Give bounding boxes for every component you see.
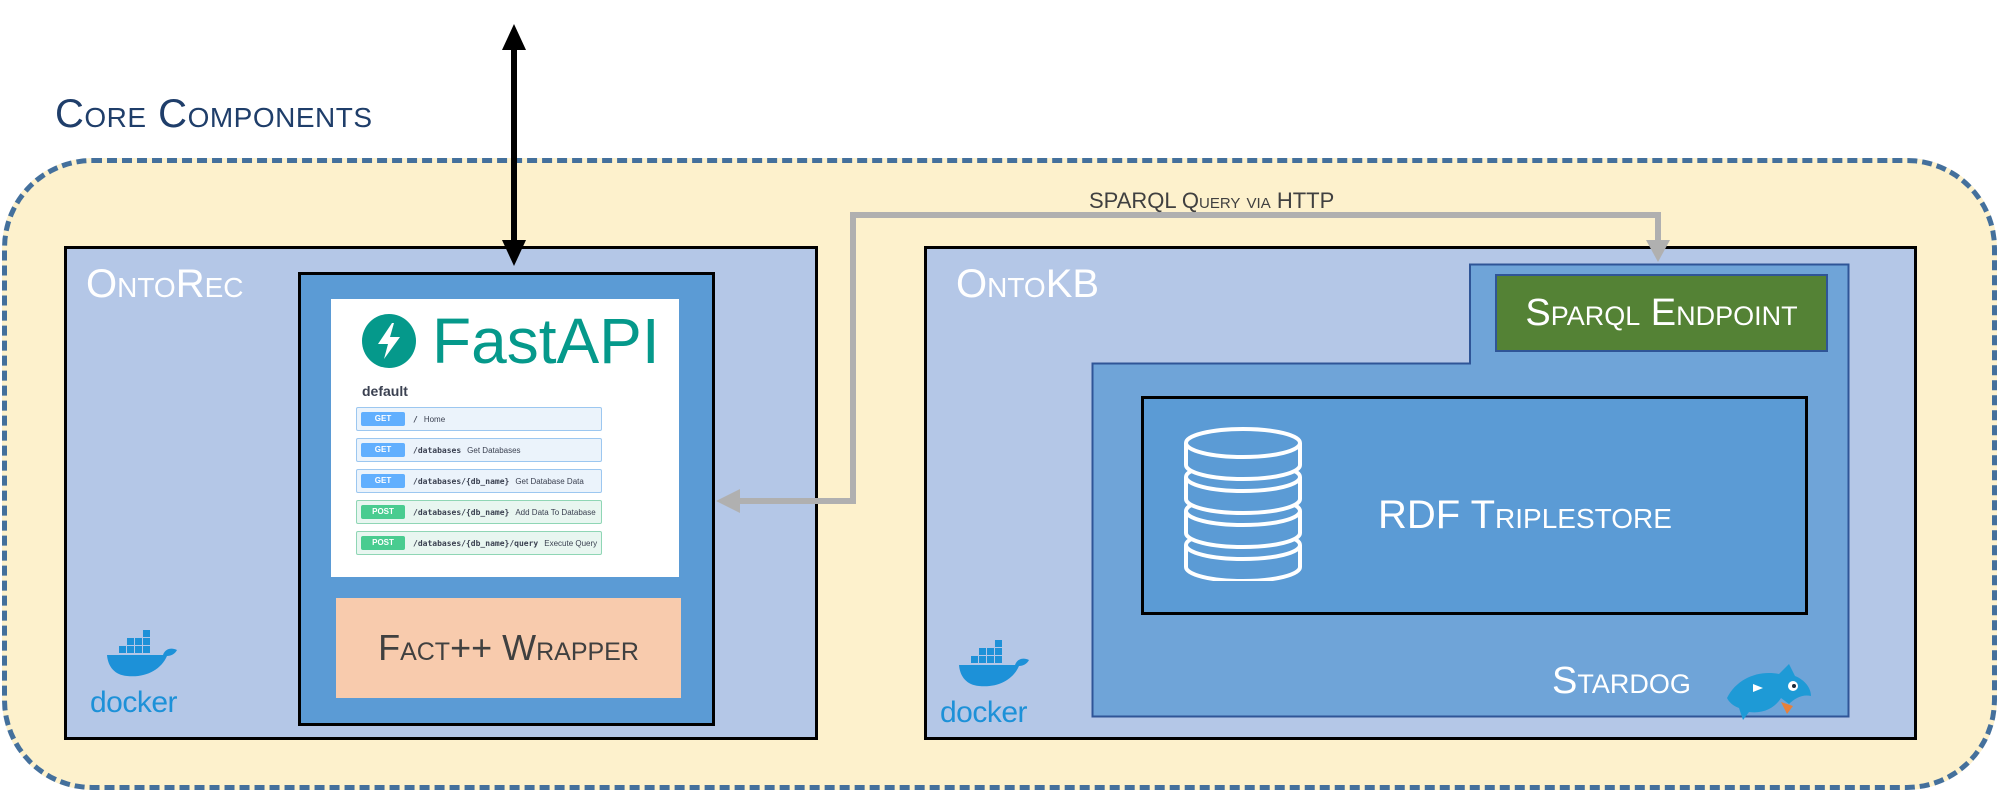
- ontorec-title: OntoRec: [86, 262, 244, 306]
- fact-wrapper-box: Fact++ Wrapper: [336, 598, 681, 698]
- api-section-label: default: [362, 383, 408, 399]
- database-icon: [1184, 427, 1302, 581]
- fastapi-logo-icon: [362, 314, 416, 368]
- route-row[interactable]: POST /databases/{db_name} Add Data To Da…: [356, 500, 602, 524]
- sparql-endpoint-box: Sparql Endpoint: [1495, 274, 1828, 352]
- rdf-triplestore-label: RDF Triplestore: [1378, 493, 1672, 537]
- docker-whale-icon: [107, 630, 177, 677]
- stardog-label: Stardog: [1552, 660, 1691, 702]
- sparql-endpoint-label: Sparql Endpoint: [1525, 291, 1798, 334]
- fastapi-brand-text: FastAPI: [432, 305, 660, 377]
- route-description: Add Data To Database: [515, 507, 596, 517]
- route-row[interactable]: GET /databases Get Databases: [356, 438, 602, 462]
- sparql-http-edge-label: SPARQL Query via HTTP: [1089, 188, 1335, 213]
- route-path: /databases: [413, 445, 462, 455]
- ontokb-title: OntoKB: [956, 262, 1100, 306]
- route-description: Get Database Data: [515, 476, 584, 486]
- http-method-badge: POST: [361, 505, 405, 519]
- stardog-logo-icon: [1727, 664, 1811, 720]
- http-method-badge: POST: [361, 536, 405, 550]
- route-description: Home: [423, 414, 446, 424]
- docker-whale-icon: [959, 640, 1029, 687]
- route-description: Execute Query: [544, 538, 598, 548]
- route-row[interactable]: POST /databases/{db_name}/query Execute …: [356, 531, 602, 555]
- http-method-badge: GET: [361, 412, 405, 426]
- route-path: /databases/{db_name}/query: [413, 538, 539, 548]
- core-components-title: Core Components: [55, 92, 373, 136]
- lightning-icon: [378, 323, 400, 359]
- http-method-badge: GET: [361, 443, 405, 457]
- docker-label: docker: [940, 696, 1028, 729]
- route-row[interactable]: GET /databases/{db_name} Get Database Da…: [356, 469, 602, 493]
- fact-wrapper-label: Fact++ Wrapper: [378, 627, 639, 668]
- route-description: Get Databases: [467, 445, 521, 455]
- route-path: /databases/{db_name}: [413, 507, 510, 517]
- route-path: /: [413, 414, 418, 424]
- docker-label: docker: [90, 686, 178, 719]
- http-method-badge: GET: [361, 474, 405, 488]
- route-path: /databases/{db_name}: [413, 476, 510, 486]
- route-row[interactable]: GET / Home: [356, 407, 602, 431]
